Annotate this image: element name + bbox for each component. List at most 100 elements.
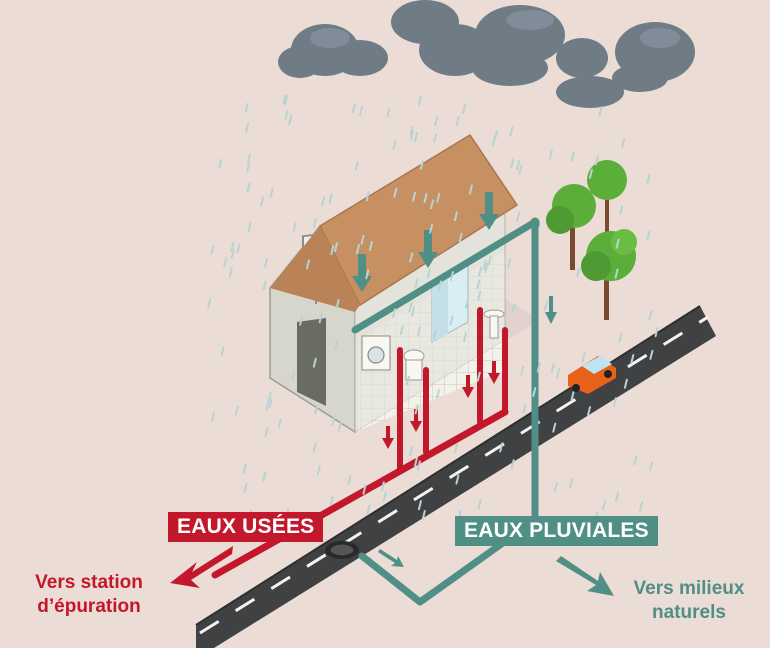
rain-drop <box>639 501 643 512</box>
rain-drop <box>245 122 250 133</box>
rain-drop <box>243 483 248 493</box>
rain-drop <box>359 105 364 116</box>
rain-drop <box>436 192 441 203</box>
rain-drop <box>516 160 521 171</box>
rain-drop <box>477 291 482 301</box>
rain-drop <box>476 371 481 382</box>
rain-drop <box>410 130 414 141</box>
rain-drop <box>464 298 469 309</box>
rain-drop <box>408 302 413 313</box>
rain-drop <box>312 442 317 453</box>
rain-drop <box>612 397 617 408</box>
rain-drop <box>462 104 467 115</box>
house <box>269 133 519 434</box>
rain-drop <box>581 352 586 362</box>
rain-drop <box>510 158 515 169</box>
rain-drop <box>284 109 289 120</box>
rain-drop <box>329 495 334 506</box>
rain-drop <box>598 106 603 117</box>
rain-drop <box>223 257 228 268</box>
rain-drop <box>218 158 223 169</box>
rain-drop <box>210 245 215 256</box>
rain-drop <box>368 241 373 251</box>
rain-drop <box>570 151 575 162</box>
rain-drop <box>614 268 619 279</box>
car <box>568 356 616 394</box>
rain-drop <box>619 205 624 216</box>
rain-drop <box>434 115 439 126</box>
rain-drop <box>386 107 391 118</box>
rain-drop <box>454 442 459 453</box>
rain-drop <box>421 510 426 520</box>
rain-drop <box>288 115 293 125</box>
rain-drop <box>654 327 659 338</box>
rain-drop <box>594 155 599 166</box>
rain-drop <box>453 211 458 222</box>
rain-drop <box>412 191 416 202</box>
rain-drop <box>283 95 288 106</box>
rain-drop <box>230 249 235 259</box>
rain-drop <box>236 243 241 254</box>
rain-drop <box>569 478 574 489</box>
rain-drop <box>260 196 265 207</box>
rain-drop <box>299 315 304 326</box>
rain-drop <box>455 116 460 127</box>
rain-drop <box>536 362 541 373</box>
rain-drop <box>484 262 489 273</box>
rain-drop <box>335 299 340 310</box>
rain-drop <box>262 280 267 291</box>
rain-drop <box>548 149 553 160</box>
rain-drop <box>476 279 481 290</box>
rain-drop <box>314 404 319 415</box>
trees <box>546 160 637 320</box>
rain-drop <box>552 422 557 433</box>
rain-drop <box>553 482 558 493</box>
rain-drop <box>391 308 396 319</box>
rain-drop <box>328 193 333 204</box>
rain-drop <box>408 446 413 457</box>
rain-drop <box>518 164 523 175</box>
rain-drop <box>414 404 419 415</box>
rain-drop <box>414 456 418 467</box>
rain-drop <box>615 492 619 503</box>
rain-drop <box>478 266 483 277</box>
storm-drain-grate <box>325 541 359 559</box>
rain-drop <box>646 230 651 241</box>
to-natural-environment-line-1: Vers milieux <box>633 578 745 599</box>
rain-drop <box>380 481 385 492</box>
rain-drop <box>633 455 638 466</box>
rain-drop <box>468 184 473 195</box>
rain-drop <box>649 461 653 472</box>
rain-drop <box>423 193 428 204</box>
rain-drop <box>247 222 252 233</box>
rain-drop <box>265 400 270 410</box>
rain-drop <box>570 391 575 402</box>
rain-drop <box>312 218 317 229</box>
rain-drop <box>306 259 310 270</box>
rain-drop <box>416 460 421 471</box>
rain-drop <box>330 245 335 255</box>
rain-drop <box>477 499 482 510</box>
rain-drop <box>449 271 454 282</box>
rain-drop <box>543 300 548 311</box>
rain-drop <box>429 223 434 234</box>
rain-drop <box>382 491 387 502</box>
rain-drop <box>318 313 323 324</box>
rain-drop <box>487 255 492 266</box>
rain-drop <box>449 315 454 326</box>
rain-drop <box>463 332 467 343</box>
rain-drop <box>414 278 419 289</box>
rain-drop <box>509 126 514 137</box>
rain-drop <box>365 191 370 202</box>
rain-drop <box>510 459 515 470</box>
waste-water-label: EAUX USÉES <box>168 512 324 542</box>
rain-drop <box>228 267 233 278</box>
rain-drop <box>621 138 626 148</box>
rain-drop <box>244 102 249 113</box>
rain-drop <box>362 484 367 495</box>
rain-drop <box>331 416 336 426</box>
rain-drop <box>316 465 321 476</box>
rain-drop <box>522 403 527 414</box>
